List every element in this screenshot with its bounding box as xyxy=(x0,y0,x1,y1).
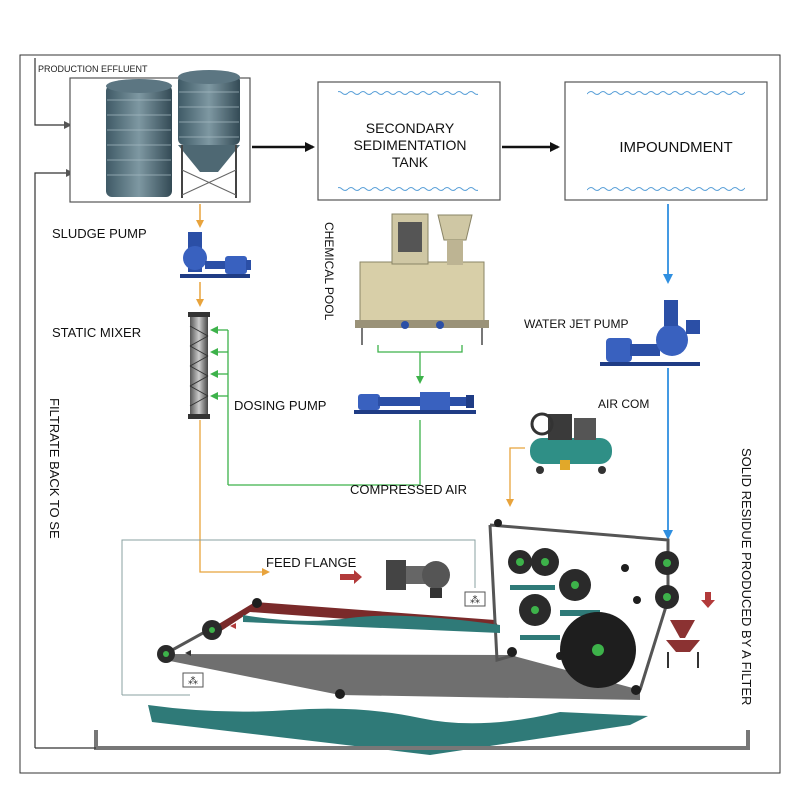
feed-flange-label: FEED FLANGE xyxy=(266,555,357,570)
sludge-pump-label: SLUDGE PUMP xyxy=(52,226,147,241)
filtrate-tray xyxy=(94,730,750,750)
spray-nozzle-bottom: ⁂ xyxy=(182,672,204,688)
chemical-pool-machine xyxy=(355,213,489,345)
compressed-air-line xyxy=(506,447,525,507)
secondary-label-2: SEDIMENTATION xyxy=(353,137,466,153)
secondary-label-3: TANK xyxy=(392,154,429,170)
water-jet-pump-icon xyxy=(600,300,700,366)
impoundment-tank xyxy=(564,81,768,201)
secondary-label-1: SECONDARY xyxy=(366,120,455,136)
svg-text:⁂: ⁂ xyxy=(470,594,480,606)
outer-frame xyxy=(19,54,781,774)
air-com-label: AIR COM xyxy=(598,397,649,411)
filtrate-back-label: FILTRATE BACK TO SE xyxy=(47,398,62,539)
static-mixer-label: STATIC MIXER xyxy=(52,325,141,340)
feed-direction-arrow xyxy=(340,570,362,584)
impoundment-label: IMPOUNDMENT xyxy=(619,139,732,156)
static-mixer-icon xyxy=(188,312,210,419)
belt-filter-press xyxy=(157,519,679,700)
water-jet-pump-label: WATER JET PUMP xyxy=(524,317,628,331)
feed-flange-icon xyxy=(386,560,450,598)
dosing-pump-icon xyxy=(354,392,476,414)
sludge-pump-icon xyxy=(180,232,251,278)
wash-water-pipe xyxy=(121,539,476,696)
chemical-pool-label: CHEMICAL POOL xyxy=(322,222,336,321)
spray-nozzle-top: ⁂ xyxy=(464,591,486,607)
dosing-pump-label: DOSING PUMP xyxy=(234,398,326,413)
effluent-inlet-line xyxy=(34,58,72,129)
production-effluent-label: PRODUCTION EFFLUENT xyxy=(38,64,148,74)
sludge-feed-line xyxy=(199,420,270,576)
solid-residue-label: SOLID RESIDUE PRODUCED BY A FILTER xyxy=(739,448,754,705)
chemical-dosing-lines xyxy=(210,326,463,486)
discharge-hopper xyxy=(666,592,715,668)
svg-text:⁂: ⁂ xyxy=(188,675,198,687)
production-effluent-silos xyxy=(69,70,251,203)
air-compressor-icon xyxy=(530,412,612,474)
secondary-sedimentation-tank xyxy=(317,81,501,201)
filtrate-tray-water xyxy=(148,705,648,755)
filtrate-return-line xyxy=(34,169,74,748)
compressed-air-label: COMPRESSED AIR xyxy=(350,482,467,497)
